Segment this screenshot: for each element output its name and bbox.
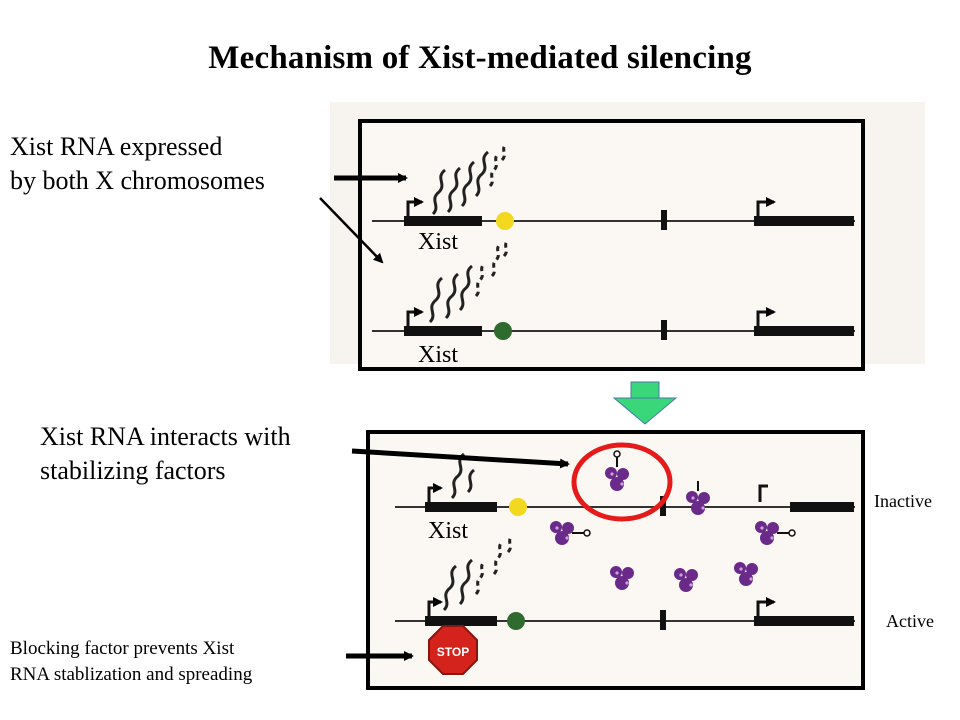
chromosome-top-2 xyxy=(372,238,855,340)
green-marker xyxy=(507,612,525,630)
label-blocking-line2: RNA stablization and spreading xyxy=(10,664,253,685)
label-active: Active xyxy=(886,611,934,631)
label-xist-interacts-line2: stabilizing factors xyxy=(40,456,226,485)
xist-gene-label: Xist xyxy=(428,518,469,544)
chromosome-active xyxy=(395,534,855,630)
yellow-marker xyxy=(509,498,527,516)
xist-gene-label: Xist xyxy=(418,229,459,255)
pointer-arrow xyxy=(351,448,570,469)
label-xist-expressed: Xist RNA expressed by both X chromosomes xyxy=(10,130,265,198)
label-xist-expressed-line1: Xist RNA expressed xyxy=(10,132,223,161)
stop-sign-icon: STOP xyxy=(428,625,478,675)
transition-arrow xyxy=(612,381,678,425)
stop-sign-text: STOP xyxy=(437,645,469,659)
label-xist-interacts-line1: Xist RNA interacts with xyxy=(40,422,291,451)
chromosome-top-1 xyxy=(372,142,855,230)
label-blocking-factor: Blocking factor prevents Xist RNA stabli… xyxy=(10,636,252,688)
green-marker xyxy=(494,322,512,340)
xist-rna-strands-2 xyxy=(428,238,510,324)
stabilizing-factors xyxy=(550,450,796,592)
label-inactive: Inactive xyxy=(874,491,932,511)
pointer-arrows xyxy=(319,173,570,661)
top-panel xyxy=(330,102,925,371)
yellow-marker xyxy=(496,212,514,230)
label-xist-expressed-line2: by both X chromosomes xyxy=(10,166,265,195)
highlight-circle xyxy=(571,442,673,522)
chromosome-inactive xyxy=(395,452,855,516)
page-title: Mechanism of Xist-mediated silencing xyxy=(208,40,752,76)
label-xist-interacts: Xist RNA interacts with stabilizing fact… xyxy=(40,420,291,488)
xist-gene-label: Xist xyxy=(418,342,459,368)
bottom-panel: STOP xyxy=(366,430,865,690)
label-blocking-line1: Blocking factor prevents Xist xyxy=(10,638,235,659)
xist-rna-strands-1 xyxy=(431,142,508,216)
pointer-arrow xyxy=(319,197,384,264)
